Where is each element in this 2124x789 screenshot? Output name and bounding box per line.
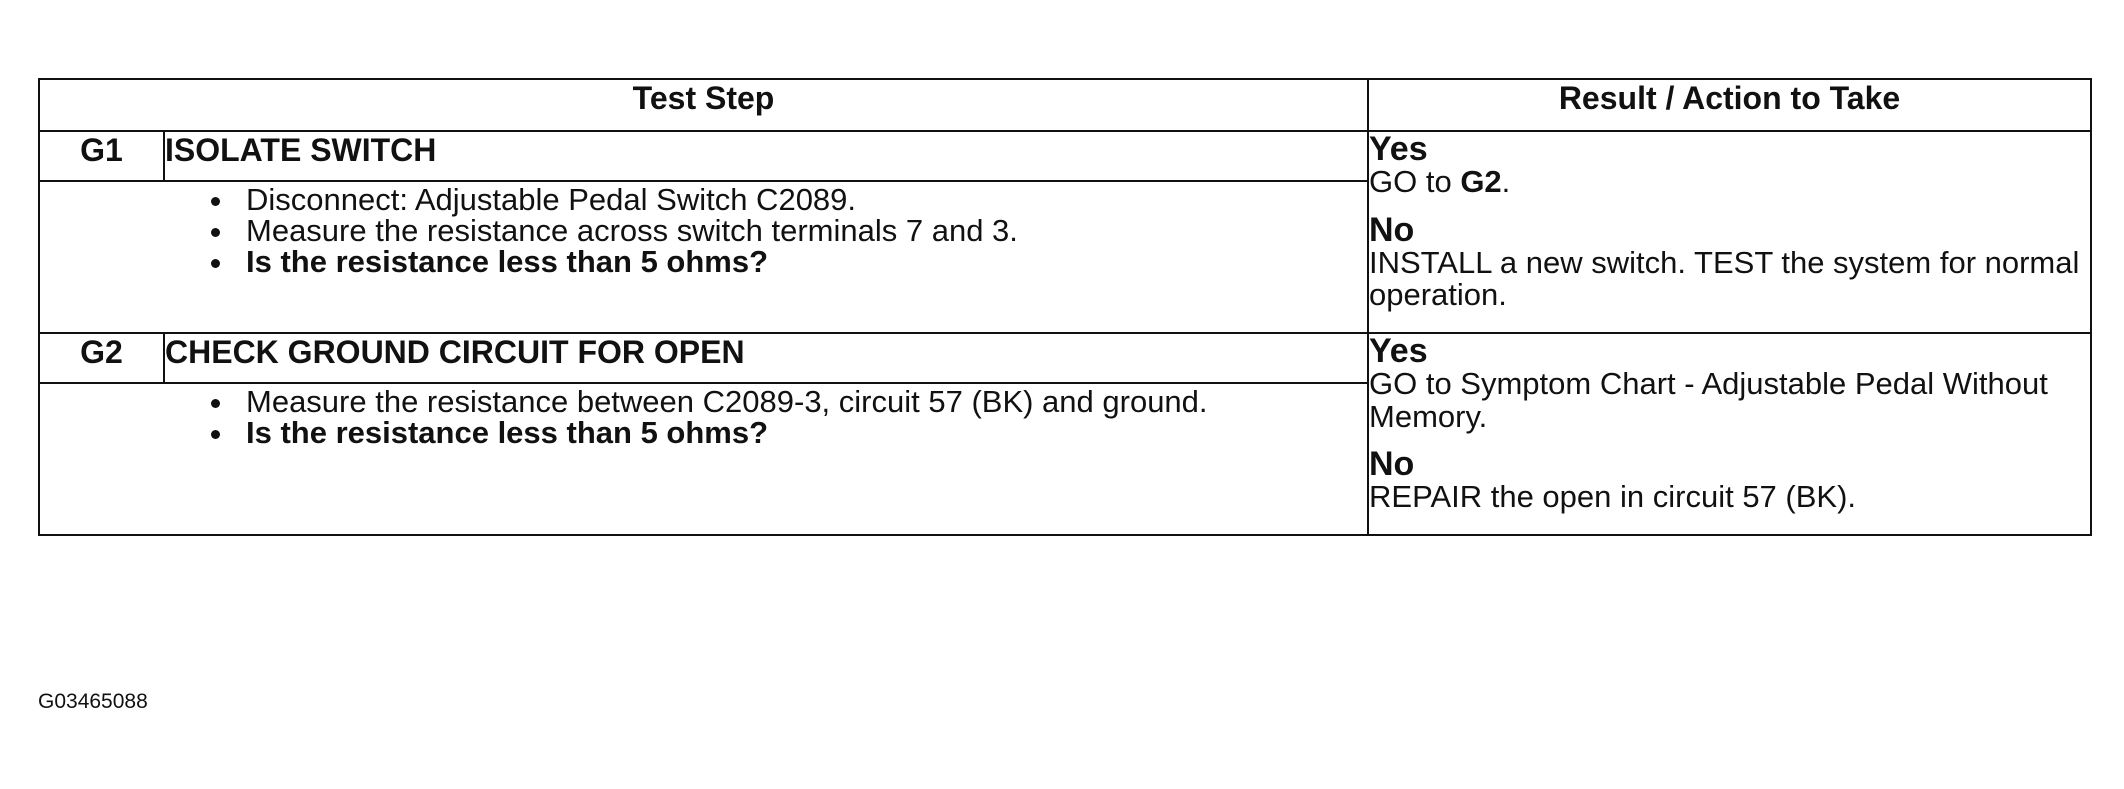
diagnostic-test-table-container: Test Step Result / Action to Take G1 ISO… <box>38 78 2092 536</box>
yes-suffix: . <box>1501 164 1511 199</box>
result-no: No REPAIR the open in circuit 57 (BK). <box>1369 447 2090 514</box>
instruction-item: Measure the resistance between C2089-3, … <box>236 386 1367 417</box>
instruction-list: Disconnect: Adjustable Pedal Switch C208… <box>40 184 1367 277</box>
step-title-row: G2 CHECK GROUND CIRCUIT FOR OPEN Yes GO … <box>38 332 2092 536</box>
instruction-item: Disconnect: Adjustable Pedal Switch C208… <box>236 184 1367 215</box>
result-no-label: No <box>1369 210 1415 249</box>
table-header-row: Test Step Result / Action to Take <box>38 78 2092 132</box>
step-instructions: Disconnect: Adjustable Pedal Switch C208… <box>38 180 1369 334</box>
step-body-row: Measure the resistance between C2089-3, … <box>38 382 2091 536</box>
result-yes-label: Yes <box>1369 332 1428 370</box>
step-instructions: Measure the resistance between C2089-3, … <box>38 382 1369 536</box>
step-title: ISOLATE SWITCH <box>163 130 1369 182</box>
step-result: Yes GO to G2. No INSTALL a new switch. T… <box>1367 130 2092 334</box>
instruction-question: Is the resistance less than 5 ohms? <box>236 246 1367 277</box>
step-body-row: Disconnect: Adjustable Pedal Switch C208… <box>38 180 2091 334</box>
result-no-label: No <box>1369 445 1415 484</box>
result-yes: Yes GO to Symptom Chart - Adjustable Ped… <box>1369 334 2090 433</box>
step-result: Yes GO to Symptom Chart - Adjustable Ped… <box>1367 332 2092 536</box>
diagnostic-test-table: Test Step Result / Action to Take G1 ISO… <box>38 78 2092 536</box>
figure-id: G03465088 <box>38 690 148 713</box>
yes-step-reference: G2 <box>1460 164 1502 199</box>
result-yes-text: GO to Symptom Chart - Adjustable Pedal W… <box>1369 366 2048 434</box>
instruction-item: Measure the resistance across switch ter… <box>236 215 1367 246</box>
step-title: CHECK GROUND CIRCUIT FOR OPEN <box>163 332 1369 384</box>
step-title-row: G1 ISOLATE SWITCH Yes GO to G2. No INSTA… <box>38 130 2092 334</box>
result-no-text: INSTALL a new switch. TEST the system fo… <box>1369 244 2080 313</box>
header-result-action: Result / Action to Take <box>1367 78 2092 132</box>
header-test-step: Test Step <box>38 78 1369 132</box>
result-no: No INSTALL a new switch. TEST the system… <box>1369 213 2090 312</box>
instruction-question: Is the resistance less than 5 ohms? <box>236 417 1367 448</box>
instruction-list: Measure the resistance between C2089-3, … <box>40 386 1367 448</box>
result-yes-label: Yes <box>1369 130 1428 168</box>
step-number: G2 <box>38 332 165 384</box>
yes-prefix: GO to <box>1369 164 1461 199</box>
step-number: G1 <box>38 130 165 182</box>
result-no-text: REPAIR the open in circuit 57 (BK). <box>1369 479 1857 515</box>
result-yes-text: GO to G2. <box>1369 164 2090 199</box>
result-yes: Yes GO to G2. <box>1369 132 2090 199</box>
